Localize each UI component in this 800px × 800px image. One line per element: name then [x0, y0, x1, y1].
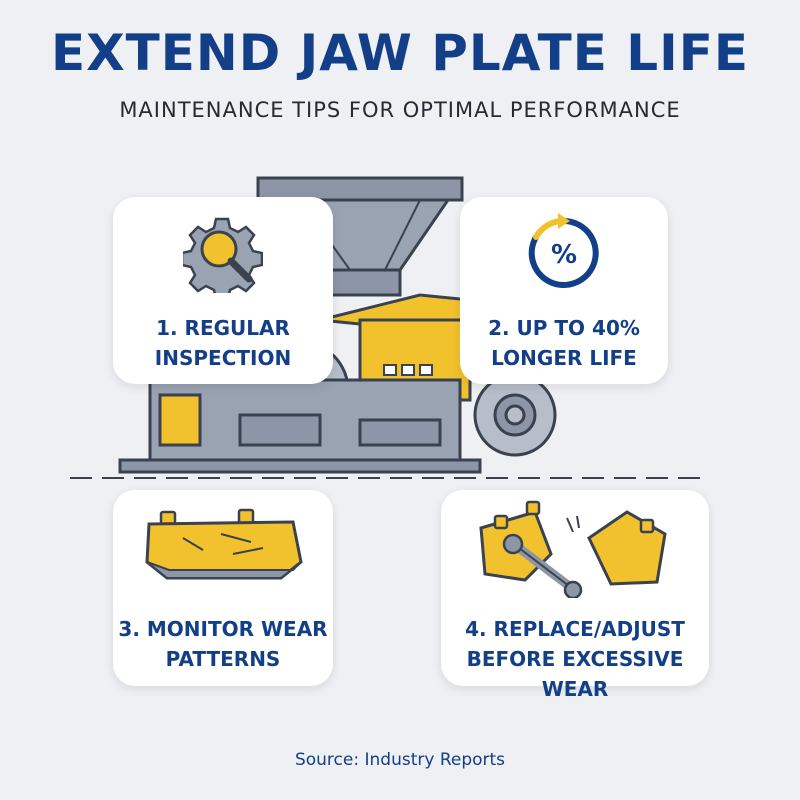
- source-citation: Source: Industry Reports: [294, 750, 506, 770]
- percent-cycle-icon: %: [528, 213, 599, 288]
- broken-plate-wrench-icon: [479, 500, 667, 598]
- jaw-plate-icon: [145, 508, 303, 580]
- tip-label: 1. REGULAR INSPECTION: [154, 316, 292, 370]
- page-subtitle: MAINTENANCE TIPS FOR OPTIMAL PERFORMANCE: [119, 98, 681, 122]
- page-title: EXTEND JAW PLATE LIFE: [50, 24, 750, 82]
- tip-card-longer-life: % 2. UP TO 40% LONGER LIFE: [460, 197, 668, 384]
- tip-card-monitor-wear: 3. MONITOR WEAR PATTERNS: [113, 490, 333, 686]
- tip-label: 2. UP TO 40% LONGER LIFE: [488, 316, 640, 370]
- gear-magnifier-icon: [183, 217, 263, 293]
- tip-label: 4. REPLACE/ADJUST BEFORE EXCESSIVE WEAR: [465, 617, 685, 701]
- svg-text:%: %: [551, 240, 577, 270]
- tip-card-regular-inspection: 1. REGULAR INSPECTION: [113, 197, 333, 384]
- tip-card-replace-adjust: 4. REPLACE/ADJUST BEFORE EXCESSIVE WEAR: [441, 490, 709, 701]
- tip-label: 3. MONITOR WEAR PATTERNS: [118, 617, 328, 671]
